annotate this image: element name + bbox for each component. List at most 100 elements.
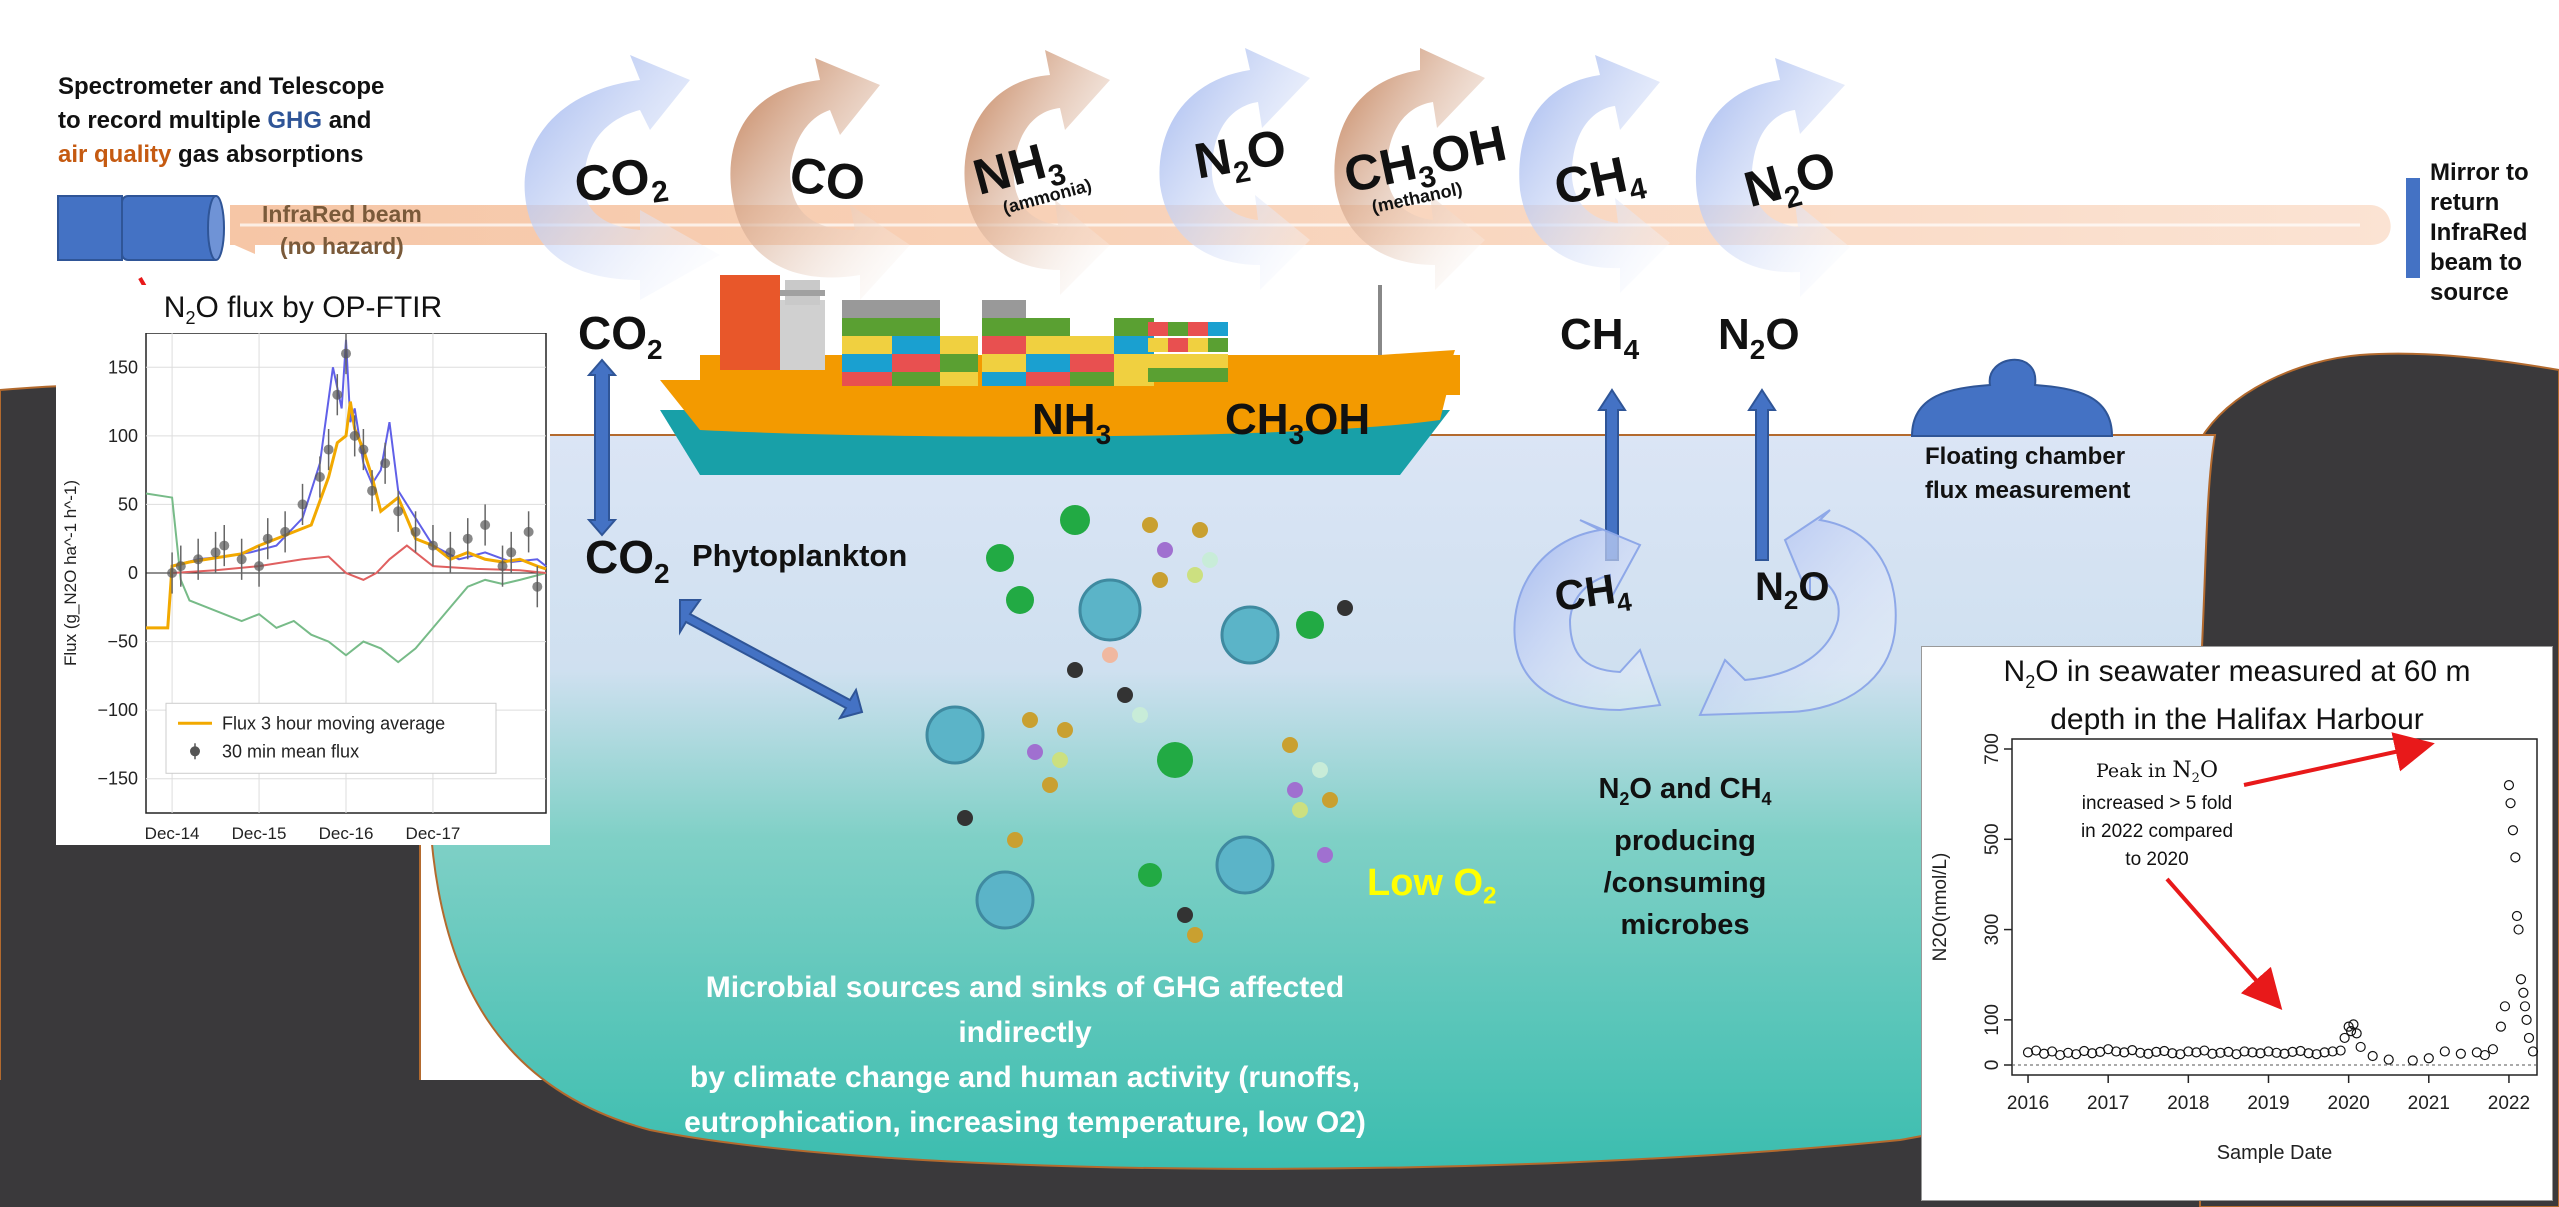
mirror-l5: source [2430, 279, 2509, 306]
beam-caption: InfraRed beam (no hazard) [262, 198, 422, 262]
sw-annotation-l2: increased > 5 fold [2082, 793, 2233, 814]
bottom-caption: Microbial sources and sinks of GHG affec… [640, 965, 1410, 1145]
flux-y-tick: 0 [128, 563, 138, 583]
low-o2-label: Low O2 [1367, 862, 1497, 910]
atm-gas-1: CO [786, 146, 869, 212]
flux-point [193, 554, 204, 565]
sw-point [2423, 1053, 2434, 1064]
ch3oh-ship-label: CH3OH [1225, 395, 1371, 450]
sw-x-tick: 2021 [2408, 1093, 2450, 1114]
flux-point [532, 581, 543, 592]
flux-series-line-4 [145, 492, 547, 664]
nh3-ship-label: NH3 [1032, 395, 1112, 450]
sw-point [2351, 1028, 2362, 1039]
sw-red-arrow-2022 [2243, 732, 2435, 787]
microbes-label: N2O and CH4 producing /consuming microbe… [1570, 768, 1800, 946]
sw-point [2191, 1047, 2202, 1058]
co2-top-label: CO2 [578, 307, 663, 366]
flux-chart-title: N2O flux by OP-FTIR [163, 291, 443, 328]
mirror-caption: Mirror to return InfraRed beam to source [2430, 158, 2529, 308]
gas-cycle-arrows [524, 48, 1850, 300]
sw-point [2407, 1055, 2418, 1066]
mirror-l1: Mirror to [2430, 159, 2529, 186]
plankton [925, 505, 1353, 943]
sw-point [2183, 1046, 2194, 1057]
sw-point [2319, 1047, 2330, 1058]
flux-point [175, 561, 186, 572]
sw-y-tick: 500 [1982, 823, 2003, 855]
sw-point [2503, 780, 2515, 791]
sw-point [2207, 1048, 2218, 1059]
flux-x-tick: Dec-16 [319, 824, 374, 843]
flux-point [219, 540, 230, 551]
flux-point [523, 526, 534, 537]
flux-point [410, 526, 421, 537]
sw-point [2439, 1046, 2450, 1057]
sw-point [2143, 1048, 2154, 1059]
sw-point [2367, 1050, 2378, 1062]
flux-y-tick: −100 [97, 700, 138, 720]
flux-point [497, 561, 508, 572]
ch4-cycle-label: CH4 [1551, 565, 1634, 621]
flux-y-tick: 100 [108, 426, 138, 446]
flux-point [262, 533, 273, 544]
flux-point [462, 533, 473, 544]
sw-point [2355, 1041, 2366, 1053]
sw-x-tick: 2018 [2167, 1093, 2209, 1114]
sw-point [2215, 1047, 2226, 1058]
flux-legend-label-1: 30 min mean flux [222, 741, 359, 761]
atm-gas-0: CO2 [571, 147, 671, 214]
sw-y-tick: 100 [1982, 1004, 2003, 1036]
bottom-l3: eutrophication, increasing temperature, … [684, 1106, 1366, 1139]
flux-point [210, 547, 221, 558]
sw-point [2287, 1046, 2298, 1058]
sw-point [2499, 1001, 2511, 1012]
instrument-line1: Spectrometer and Telescope [58, 73, 385, 100]
microbes-l4: microbes [1620, 908, 1750, 941]
n2o-cycle-label: N2O [1755, 565, 1830, 615]
exchange-arrows [586, 358, 1777, 720]
sw-point [2339, 1032, 2350, 1044]
sw-x-tick: 2019 [2247, 1093, 2289, 1114]
sw-annotation-l3: in 2022 compared [2081, 821, 2233, 842]
flux-y-label: Flux (g_N2O ha^-1 h^-1) [61, 480, 80, 666]
sw-y-label: N2O(nmol/L) [1930, 853, 1951, 962]
flux-point [427, 540, 438, 551]
flux-x-tick: Dec-17 [406, 824, 461, 843]
sw-point [2135, 1047, 2146, 1058]
phytoplankton-label: Phytoplankton [692, 538, 908, 573]
sw-point [2505, 798, 2516, 809]
sw-point [2239, 1046, 2250, 1057]
flux-point [358, 444, 369, 455]
flux-point [506, 547, 517, 558]
float-caption: Floating chamber flux measurement [1925, 440, 2130, 508]
flux-point [236, 554, 247, 565]
flux-point [349, 430, 360, 441]
sw-point [2511, 910, 2523, 922]
sw-point [2519, 1001, 2531, 1012]
beam-caption-line1: InfraRed beam [262, 201, 422, 227]
microbe-cycle-arrows [1513, 509, 1897, 717]
sw-y-tick: 700 [1982, 733, 2003, 765]
sw-point [2271, 1047, 2282, 1058]
sw-point [2479, 1049, 2491, 1061]
container-ship [660, 275, 1460, 475]
flux-series-line-0 [146, 401, 547, 630]
sw-point [2513, 924, 2524, 935]
flux-point [367, 485, 378, 496]
containers [842, 300, 1228, 386]
float-l1: Floating chamber [1925, 443, 2126, 470]
co2-bottom-label: CO2 [585, 531, 670, 590]
mirror-l4: beam to [2430, 249, 2523, 276]
flux-point [314, 472, 325, 482]
instrument-line2: to record multiple GHG and [58, 107, 372, 134]
flux-y-tick: 50 [118, 494, 138, 514]
sw-point [2518, 987, 2529, 998]
beam-arrow-head [230, 232, 255, 254]
sw-point [2063, 1047, 2074, 1058]
sw-point [2263, 1046, 2274, 1057]
flux-point [297, 499, 308, 510]
sw-x-tick: 2017 [2087, 1093, 2129, 1114]
flux-point [341, 348, 351, 359]
